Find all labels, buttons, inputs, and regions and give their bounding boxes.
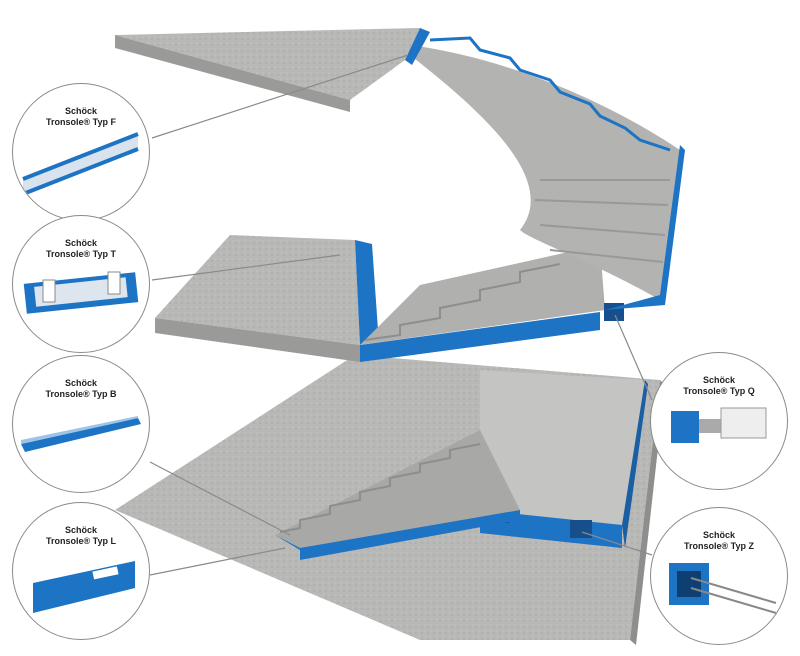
callout-brand: Schöck <box>702 530 735 540</box>
leader-line-b <box>149 461 291 536</box>
leader-line-f <box>151 54 409 139</box>
lower-flight <box>275 430 520 560</box>
callout-title: Tronsole® Typ Z <box>684 541 754 551</box>
tronsole-b-icon <box>21 416 141 452</box>
leader-line-z <box>581 531 653 556</box>
callout-title: Tronsole® Typ Q <box>683 386 755 396</box>
leader-line-t <box>151 254 341 281</box>
callout-title: Tronsole® Typ L <box>46 536 116 546</box>
callout-brand: Schöck <box>64 378 97 388</box>
spiral-flight <box>410 36 685 310</box>
middle-landing <box>155 235 624 362</box>
tronsole-f-icon <box>22 132 139 196</box>
callout-brand: Schöck <box>64 525 97 535</box>
callout-title: Tronsole® Typ T <box>46 249 116 259</box>
tronsole-z-icon <box>669 563 777 614</box>
tronsole-l-icon <box>33 561 135 613</box>
callout-brand: Schöck <box>64 106 97 116</box>
tronsole-t-icon <box>23 271 139 314</box>
callout-title: Tronsole® Typ F <box>46 117 116 127</box>
callout-brand: Schöck <box>64 238 97 248</box>
callout-brand: Schöck <box>702 375 735 385</box>
leader-line-q <box>614 314 653 401</box>
tronsole-q-icon <box>671 407 767 443</box>
leader-line-l <box>149 547 286 576</box>
callout-title: Tronsole® Typ B <box>45 389 117 399</box>
